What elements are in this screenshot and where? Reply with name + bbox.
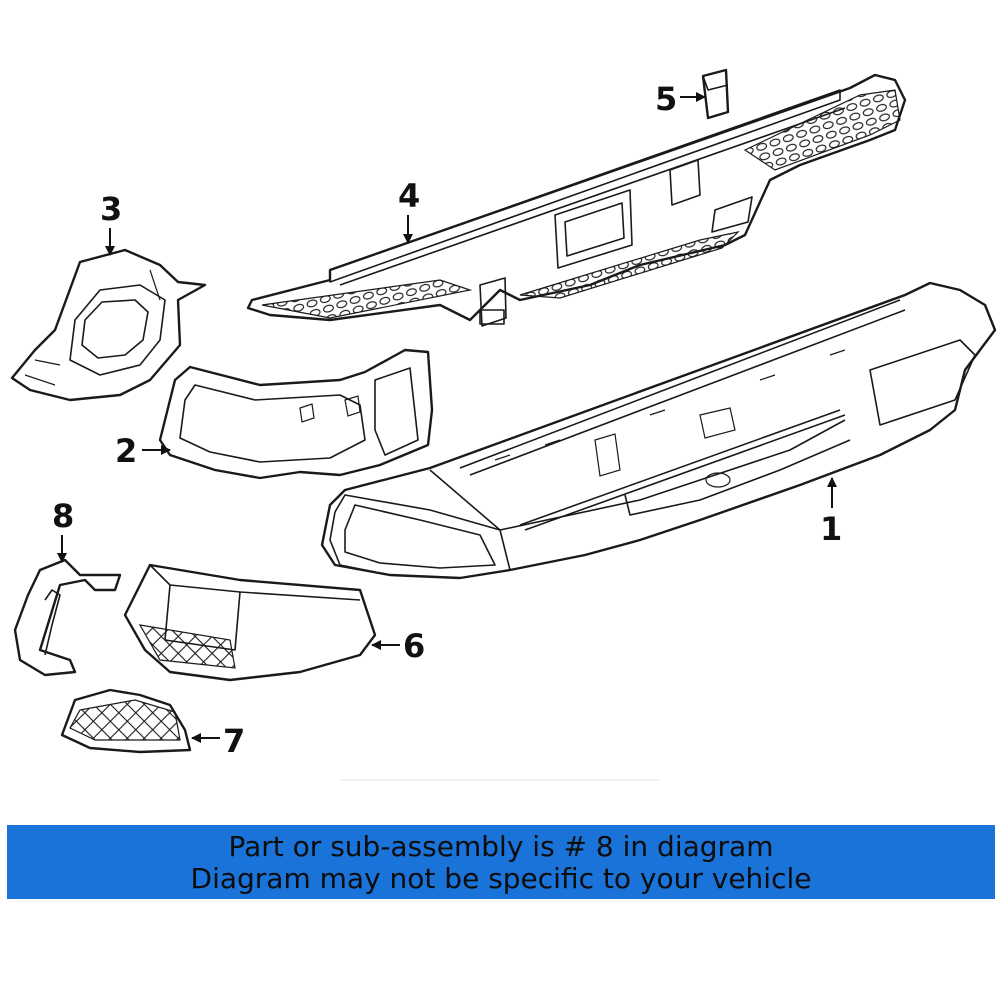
- callout-label-8: 8: [52, 497, 74, 535]
- callout-label-2: 2: [115, 432, 137, 470]
- part-4-step-pad: [246, 73, 907, 327]
- callout-label-6: 6: [403, 627, 425, 665]
- part-1-bumper: [320, 281, 997, 580]
- callout-label-4: 4: [398, 177, 420, 215]
- part-6-end-cap: [123, 563, 377, 682]
- info-banner: Part or sub-assembly is # 8 in diagram D…: [7, 825, 995, 899]
- callout-8: 8: [52, 497, 74, 563]
- callout-2: 2: [115, 432, 171, 470]
- callout-3: 3: [100, 190, 122, 256]
- callout-label-7: 7: [223, 722, 245, 760]
- part-8-end-cap-bracket: [13, 558, 122, 677]
- callout-6: 6: [371, 627, 425, 665]
- callout-7: 7: [191, 722, 245, 760]
- callout-label-5: 5: [655, 80, 677, 118]
- callout-1: 1: [820, 477, 842, 548]
- part-7-grille: [60, 688, 192, 754]
- callout-label-3: 3: [100, 190, 122, 228]
- callout-label-1: 1: [820, 510, 842, 548]
- part-2-lamp-bezel: [158, 348, 434, 480]
- banner-line-part-number: Part or sub-assembly is # 8 in diagram: [228, 830, 774, 863]
- part-5-clip: [701, 68, 730, 120]
- callout-4: 4: [398, 177, 420, 244]
- banner-line-disclaimer: Diagram may not be specific to your vehi…: [190, 862, 812, 895]
- part-3-bracket: [10, 248, 207, 402]
- callout-5: 5: [655, 80, 706, 118]
